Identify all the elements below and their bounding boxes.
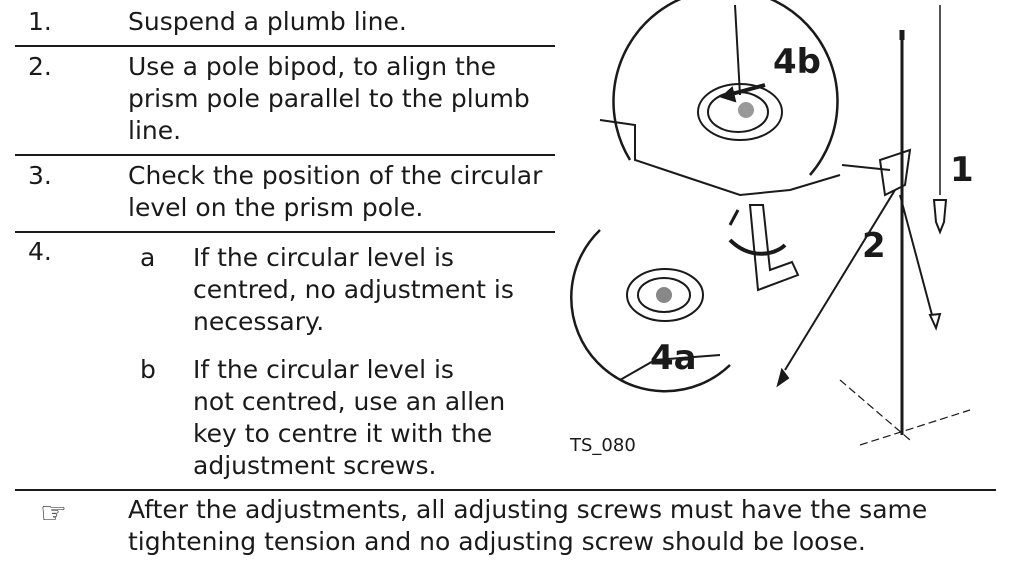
step-2-text: Use a pole bipod, to align the prism pol… (128, 51, 530, 147)
text-line: centred, no adjustment is (193, 275, 514, 304)
divider (15, 154, 555, 156)
text-line: line. (128, 116, 182, 145)
text-line: not centred, use an allen (193, 387, 506, 416)
substep-b-text: If the circular level is not centred, us… (193, 354, 505, 482)
text-line: prism pole parallel to the plumb (128, 84, 530, 113)
step-3-number: 3. (28, 161, 52, 190)
text-line: Use a pole bipod, to align the (128, 52, 497, 81)
divider (15, 231, 555, 233)
text-line: level on the prism pole. (128, 193, 424, 222)
callout-4a: 4a (650, 338, 697, 378)
divider (15, 45, 555, 47)
text-line: key to centre it with the (193, 419, 493, 448)
divider (15, 489, 996, 491)
step-3-text: Check the position of the circular level… (128, 160, 542, 224)
step-1-text: Suspend a plumb line. (128, 7, 407, 36)
callout-1: 1 (950, 150, 974, 190)
substep-a-letter: a (140, 243, 156, 272)
step-1-number: 1. (28, 7, 52, 36)
substep-b-letter: b (140, 355, 156, 384)
pointing-hand-icon: ☞ (40, 496, 67, 531)
prism-pole-adjustment-illustration (570, 0, 971, 446)
text-line: adjustment screws. (193, 451, 437, 480)
text-line: If the circular level is (193, 355, 454, 384)
text-line: After the adjustments, all adjusting scr… (128, 495, 928, 524)
step-2-number: 2. (28, 52, 52, 81)
substep-a-text: If the circular level is centred, no adj… (193, 242, 514, 338)
text-line: If the circular level is (193, 243, 454, 272)
note-text: After the adjustments, all adjusting scr… (128, 494, 927, 558)
step-4-number: 4. (28, 237, 52, 266)
figure-caption: TS_080 (570, 435, 636, 456)
text-line: necessary. (193, 307, 325, 336)
callout-4b: 4b (773, 42, 821, 82)
text-line: tightening tension and no adjusting scre… (128, 527, 866, 556)
callout-2: 2 (862, 226, 886, 266)
text-line: Check the position of the circular (128, 161, 543, 190)
